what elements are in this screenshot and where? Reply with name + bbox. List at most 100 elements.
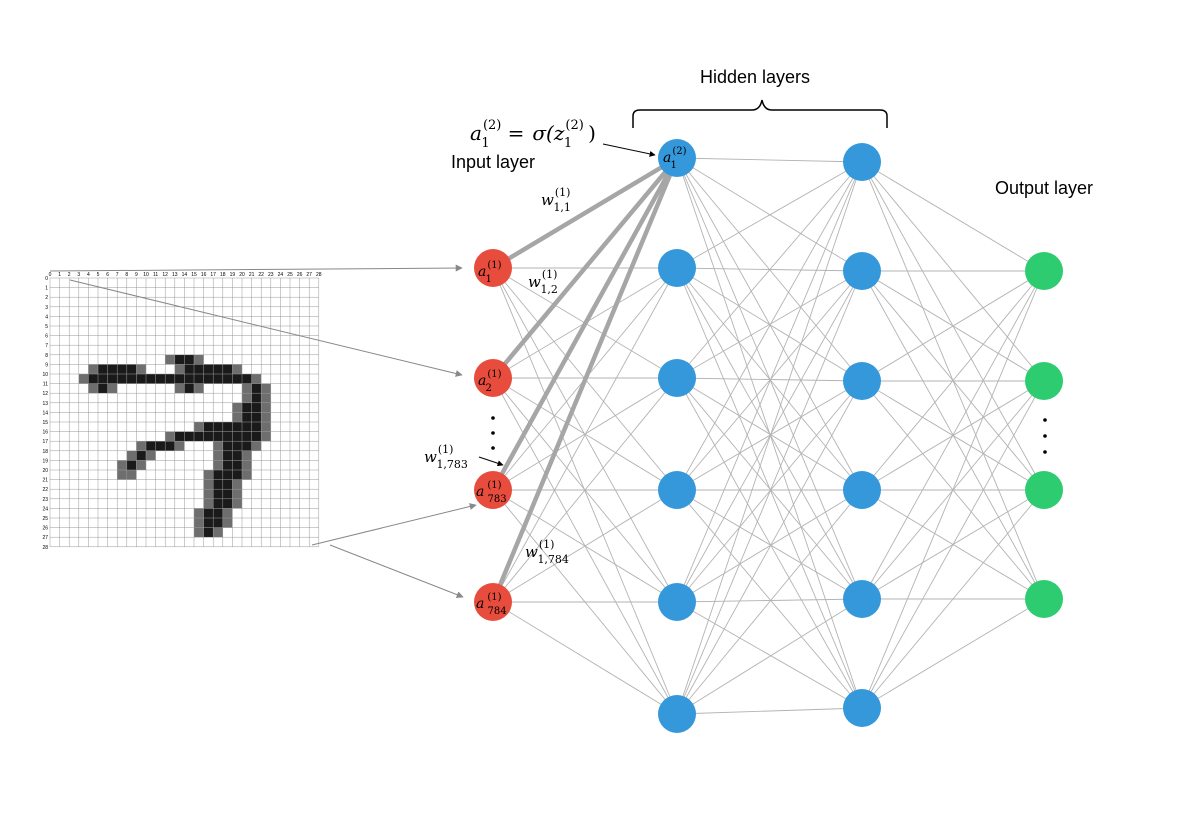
digit-pixel bbox=[261, 412, 271, 422]
digit-pixel bbox=[194, 374, 204, 384]
row-tick-label: 8 bbox=[45, 353, 48, 359]
digit-pixel bbox=[184, 364, 194, 374]
hidden-node-layer1 bbox=[658, 139, 696, 177]
row-tick-label: 17 bbox=[42, 439, 48, 445]
digit-pixel bbox=[117, 460, 127, 470]
row-tick-label: 26 bbox=[42, 526, 48, 532]
hidden-node-layer1 bbox=[658, 471, 696, 509]
edge bbox=[492, 267, 678, 603]
digit-pixel bbox=[232, 498, 242, 509]
hidden-node-layer2 bbox=[843, 143, 881, 181]
digit-pixel bbox=[194, 383, 204, 394]
digit-pixel bbox=[194, 431, 204, 442]
hidden-node-layer2 bbox=[843, 252, 881, 290]
digit-pixel bbox=[126, 450, 137, 461]
col-tick-label: 11 bbox=[153, 272, 158, 278]
row-tick-label: 3 bbox=[45, 305, 48, 311]
digit-pixel bbox=[232, 460, 242, 470]
digit-pixel bbox=[242, 470, 252, 480]
weight-label-1-2: w(1)1,2 bbox=[528, 268, 558, 296]
edge bbox=[676, 157, 863, 163]
edge bbox=[492, 489, 678, 603]
activation-formula: a(2)1=σ(z(2)1) bbox=[470, 118, 596, 151]
digit-pixel bbox=[232, 412, 242, 422]
digit-pixel bbox=[165, 431, 175, 442]
hidden-node-layer1 bbox=[658, 249, 696, 287]
col-tick-label: 9 bbox=[135, 272, 138, 278]
col-tick-label: 24 bbox=[278, 272, 284, 278]
digit-pixel bbox=[78, 374, 89, 384]
digit-pixel bbox=[184, 374, 194, 384]
digit-pixel bbox=[213, 470, 223, 480]
row-tick-label: 0 bbox=[45, 276, 48, 282]
edge bbox=[861, 270, 1045, 709]
row-tick-label: 7 bbox=[45, 343, 48, 349]
col-tick-label: 25 bbox=[287, 272, 293, 278]
digit-pixel bbox=[174, 364, 185, 374]
col-tick-label: 22 bbox=[258, 272, 264, 278]
digit-pixel bbox=[242, 431, 252, 442]
digit-pixel bbox=[194, 527, 204, 538]
weight-labels: w(1)1,1 w(1)1,2 w(1)1,783 w(1)1,784 bbox=[424, 186, 571, 566]
input-node bbox=[474, 583, 512, 621]
edge bbox=[676, 377, 863, 491]
digit-pixel bbox=[136, 450, 146, 461]
row-tick-label: 20 bbox=[42, 468, 48, 474]
digit-pixel bbox=[222, 431, 233, 442]
digit-pixel bbox=[251, 402, 262, 413]
input-node-label-1: a(1)1 bbox=[478, 260, 502, 285]
row-tick-labels: 0123456789101112131415161718192021222324… bbox=[42, 276, 48, 551]
digit-pixel bbox=[251, 374, 262, 384]
edge bbox=[676, 489, 863, 715]
digit-pixel bbox=[155, 441, 166, 451]
row-tick-label: 6 bbox=[45, 334, 48, 340]
digit-pixel bbox=[261, 402, 271, 413]
digit-pixel bbox=[242, 402, 252, 413]
hidden-node-layer2 bbox=[843, 580, 881, 618]
col-tick-label: 7 bbox=[116, 272, 119, 278]
digit-pixel bbox=[194, 422, 204, 432]
row-tick-label: 4 bbox=[45, 314, 48, 320]
edge bbox=[676, 489, 863, 600]
digit-pixel bbox=[194, 364, 204, 374]
digit-pixel bbox=[117, 364, 127, 374]
digit-pixel bbox=[213, 479, 223, 490]
edge bbox=[676, 270, 863, 491]
col-tick-label: 1 bbox=[58, 272, 61, 278]
digit-pixel bbox=[222, 489, 233, 499]
row-tick-label: 11 bbox=[43, 382, 48, 388]
digit-pixel bbox=[213, 460, 223, 470]
col-tick-label: 18 bbox=[220, 272, 226, 278]
digit-pixel bbox=[98, 364, 108, 374]
edge bbox=[676, 377, 863, 382]
edge bbox=[676, 380, 863, 715]
digit-pixel bbox=[251, 412, 262, 422]
digit-pixel bbox=[261, 431, 271, 442]
edge bbox=[676, 161, 863, 269]
digit-pixel bbox=[117, 470, 127, 480]
digit-pixel bbox=[251, 422, 262, 432]
col-tick-label: 15 bbox=[191, 272, 197, 278]
digit-pixel bbox=[107, 364, 118, 374]
col-tick-label: 3 bbox=[77, 272, 80, 278]
digit-pixel bbox=[203, 498, 214, 509]
input-node bbox=[474, 249, 512, 287]
col-tick-label: 17 bbox=[210, 272, 216, 278]
col-tick-label: 19 bbox=[230, 272, 236, 278]
row-tick-label: 16 bbox=[42, 430, 48, 436]
input-node-label-784: a(1)784 bbox=[476, 592, 507, 617]
digit-pixel bbox=[242, 412, 252, 422]
digit-pixel bbox=[222, 441, 233, 451]
hidden-node-layer2 bbox=[843, 471, 881, 509]
digit-pixel bbox=[184, 383, 194, 394]
digit-pixel bbox=[232, 489, 242, 499]
digit-pixel bbox=[126, 374, 137, 384]
output-node bbox=[1025, 362, 1063, 400]
col-tick-label: 14 bbox=[182, 272, 188, 278]
col-tick-label: 6 bbox=[106, 272, 109, 278]
arrow-to-input-784 bbox=[329, 544, 464, 598]
digit-pixel bbox=[222, 422, 233, 432]
output-node bbox=[1025, 471, 1063, 509]
digit-pixel bbox=[232, 402, 242, 413]
digit-pixel bbox=[203, 479, 214, 490]
